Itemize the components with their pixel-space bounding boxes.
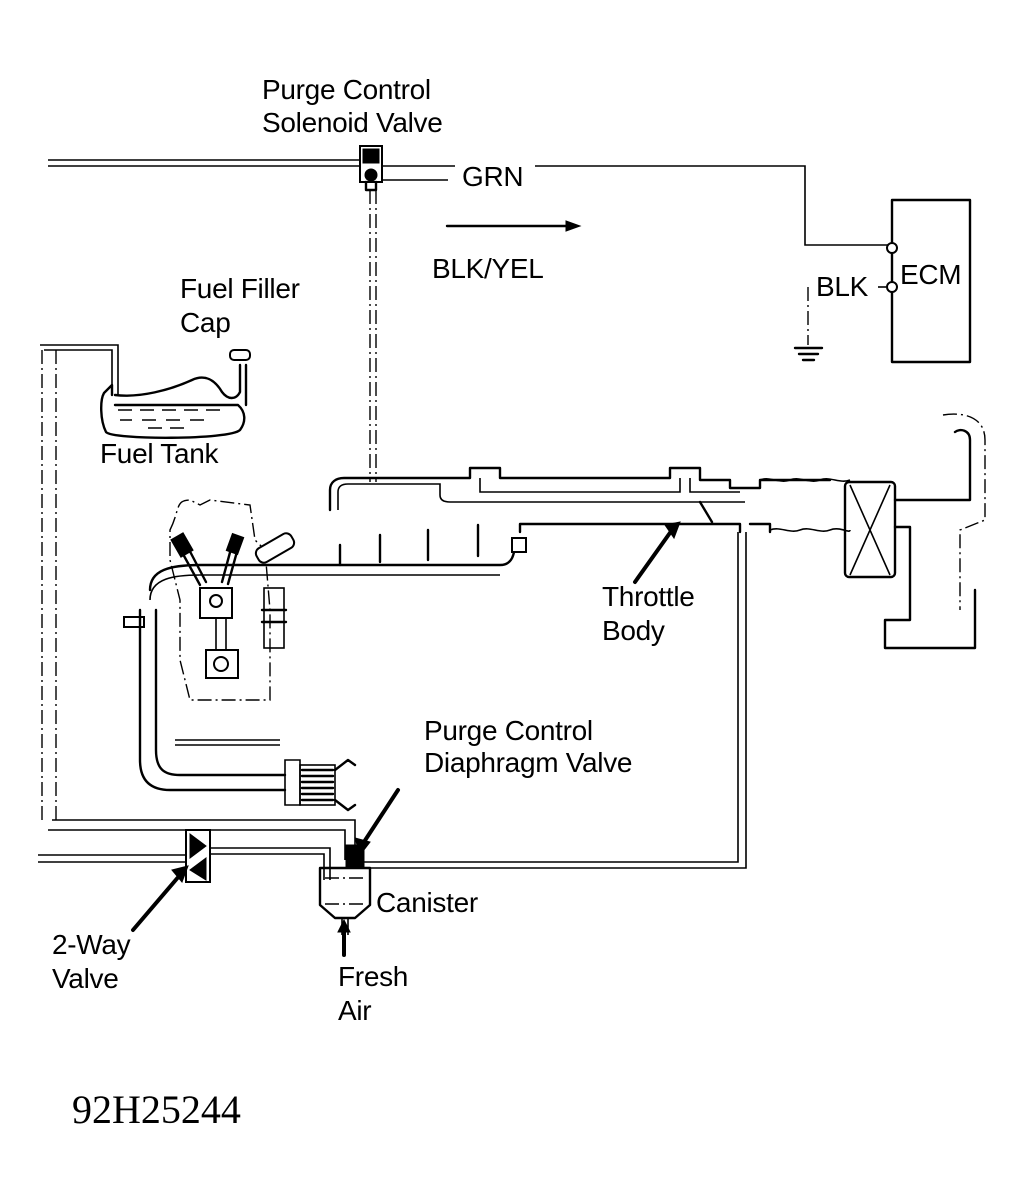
fuel-filler-label-1: Fuel Filler [180,273,300,304]
purge-line [357,532,747,869]
throttle-body-arrow [633,521,681,584]
fresh-air-arrow [337,918,351,957]
left-vapor-lines [41,350,57,820]
fuel-tank-label: Fuel Tank [100,438,219,469]
vapor-line-top [48,159,360,167]
intake-manifold [148,413,986,650]
fresh-air-label-2: Air [338,995,372,1026]
purge-solenoid-label-2: Solenoid Valve [262,107,443,138]
catalytic-converter [284,758,357,812]
fresh-air-label-1: Fresh [338,961,409,992]
ecm-box [886,198,972,364]
canister-label: Canister [376,887,478,918]
two-way-valve-label-1: 2-Way [52,929,131,960]
purge-diaphragm-label-1: Purge Control [424,715,593,746]
grn-wire-label: GRN [462,161,524,192]
figure-code: 92H25244 [72,1087,241,1132]
throttle-body-label-2: Body [602,615,665,646]
diaphragm-valve-arrow [354,788,400,857]
ecm-label: ECM [900,259,962,290]
throttle-body-label-1: Throttle [602,581,695,612]
flow-arrow-icon [445,220,582,232]
two-way-valve-arrow [131,865,189,932]
blk-wire-label: BLK [816,271,869,302]
two-way-valve-label-2: Valve [52,963,119,994]
ground-icon [793,286,886,362]
two-way-valve [185,829,331,883]
solenoid-vacuum-line [369,190,377,482]
purge-control-solenoid-valve [359,145,383,192]
blk-yel-wire-label: BLK/YEL [432,253,544,284]
engine [123,499,296,792]
grn-wire [382,165,890,246]
fuel-filler-label-2: Cap [180,307,231,338]
fuel-tank [40,344,251,439]
purge-solenoid-label-1: Purge Control [262,74,431,105]
purge-diaphragm-label-2: Diaphragm Valve [424,747,633,778]
